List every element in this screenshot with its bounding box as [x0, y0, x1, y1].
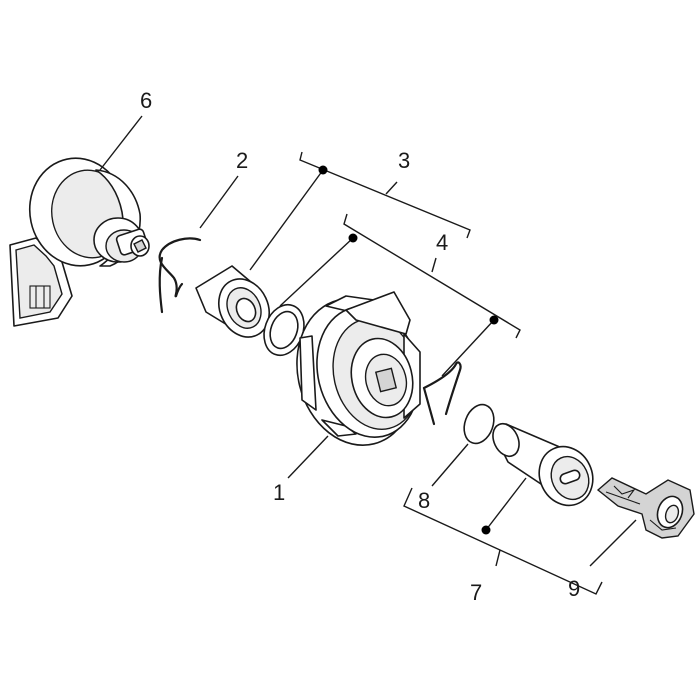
bracket-3 — [299, 151, 471, 239]
part-1-lock-housing — [296, 291, 421, 446]
part-6-switch-body — [9, 157, 150, 327]
leaders — [99, 115, 637, 567]
callout-4: 4 — [436, 230, 448, 255]
part-7-lock-cylinder — [492, 422, 594, 507]
callout-6: 6 — [140, 88, 152, 113]
callout-9: 9 — [568, 576, 580, 601]
bracket-7 — [403, 487, 603, 595]
callout-7: 7 — [470, 580, 482, 605]
callout-1: 1 — [273, 480, 285, 505]
callout-2: 2 — [236, 148, 248, 173]
part-8-small-o-ring — [463, 403, 495, 445]
part-2-spring-clip — [158, 237, 202, 314]
part-4-o-ring — [263, 303, 305, 357]
retaining-clip — [422, 361, 462, 426]
callout-8: 8 — [418, 488, 430, 513]
part-9-key — [596, 477, 695, 539]
bracket-4 — [343, 213, 521, 339]
callout-3: 3 — [398, 148, 410, 173]
part-3-bushing — [195, 265, 270, 338]
